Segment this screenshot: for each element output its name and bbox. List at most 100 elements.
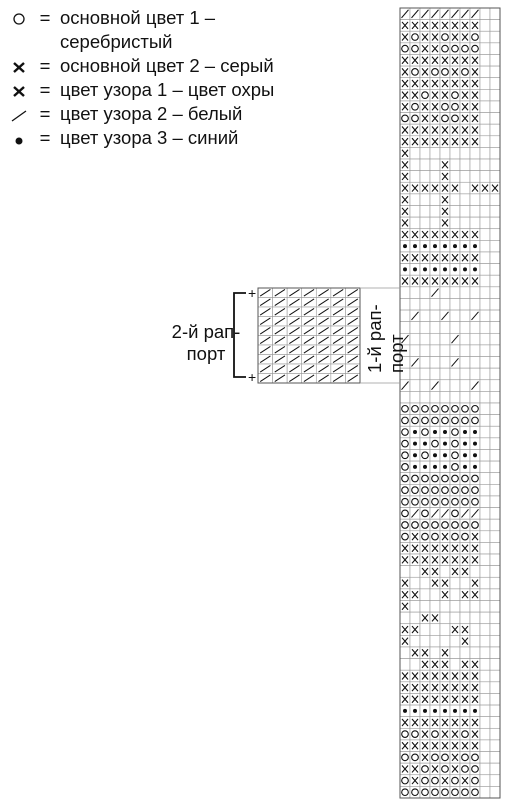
cross-stitch <box>411 672 419 680</box>
legend-equals: = <box>39 127 51 148</box>
chart-cell <box>439 147 451 160</box>
dot-stitch <box>473 453 477 458</box>
chart-cell <box>479 600 491 613</box>
chart-cell <box>469 646 481 659</box>
legend-item: =цвет узора 3 – синий <box>8 126 328 150</box>
cross-stitch <box>441 672 449 680</box>
dot-stitch <box>463 244 467 249</box>
cross-stitch <box>441 648 449 657</box>
chart-cell <box>489 542 501 555</box>
cross-stitch <box>401 195 409 204</box>
slash-stitch <box>274 374 286 382</box>
chart-cell <box>479 402 491 415</box>
cross-stitch <box>451 555 459 564</box>
circle-stitch <box>451 44 459 53</box>
chart-cell <box>469 170 481 183</box>
cross-stitch <box>441 718 449 727</box>
bracket-end-mark: + <box>248 285 256 301</box>
chart-cell <box>489 170 501 183</box>
chart-cell <box>459 216 471 230</box>
cross-stitch <box>411 776 419 785</box>
chart-cell <box>489 332 501 346</box>
chart-cell <box>479 193 491 206</box>
circle-stitch <box>441 114 449 123</box>
dot-stitch <box>423 441 427 446</box>
chart-cell <box>489 228 501 241</box>
chart-cell <box>489 77 501 90</box>
bracket-end-mark: + <box>248 369 256 385</box>
circle-stitch <box>411 33 419 41</box>
chart-cell <box>489 623 501 636</box>
cross-stitch <box>401 172 409 181</box>
slash-stitch <box>318 336 329 344</box>
chart-cell <box>439 379 451 392</box>
chart-cell <box>419 158 431 171</box>
chart-cell <box>489 727 501 741</box>
dot-symbol-icon <box>8 126 30 150</box>
cross-stitch <box>491 184 499 192</box>
slash-stitch <box>347 317 359 325</box>
chart-cell <box>469 611 481 625</box>
cross-stitch <box>401 602 409 611</box>
chart-cell <box>479 693 491 706</box>
chart-cell <box>409 344 421 357</box>
dot-stitch <box>413 244 417 249</box>
slash-stitch <box>289 327 300 335</box>
circle-stitch <box>441 44 449 53</box>
chart-cell <box>479 30 491 44</box>
circle-stitch <box>431 753 439 762</box>
chart-cell <box>419 344 431 357</box>
cross-stitch <box>441 195 449 204</box>
chart-cell <box>479 751 491 764</box>
chart-cell <box>459 600 471 613</box>
cross-stitch <box>471 68 479 76</box>
slash-stitch <box>289 298 300 306</box>
slash-stitch <box>289 355 300 363</box>
circle-stitch <box>461 532 469 541</box>
circle-stitch <box>401 521 409 529</box>
slash-stitch <box>318 346 329 354</box>
circle-stitch <box>421 521 429 529</box>
chart-cell <box>409 332 421 346</box>
cross-stitch <box>461 33 469 41</box>
chart-cell <box>409 321 421 334</box>
cross-stitch <box>441 660 449 669</box>
dot-stitch <box>453 267 457 272</box>
cross-stitch <box>431 33 439 41</box>
cross-stitch <box>451 56 459 65</box>
cross-stitch <box>401 555 409 564</box>
slash-stitch <box>421 9 429 19</box>
chart-cell <box>479 565 491 578</box>
circle-stitch <box>411 486 419 494</box>
chart-cell <box>449 309 461 322</box>
chart-cell <box>419 623 431 636</box>
cross-stitch <box>421 718 429 727</box>
cross-stitch <box>411 555 419 564</box>
chart-cell <box>449 588 461 601</box>
slash-stitch <box>303 336 315 344</box>
cross-stitch <box>401 184 409 192</box>
circle-stitch <box>401 776 409 785</box>
chart-cell <box>479 263 491 276</box>
cross-stitch <box>451 33 459 41</box>
dot-stitch <box>413 453 417 458</box>
chart-cell <box>479 216 491 230</box>
cross-stitch <box>441 253 449 262</box>
cross-stitch <box>461 695 469 704</box>
chart-cell <box>459 379 471 392</box>
cross-stitch <box>401 230 409 239</box>
chart-cell <box>459 170 471 183</box>
legend-equals: = <box>39 103 51 124</box>
cross-stitch <box>461 672 469 680</box>
repeat-1-label-line: 1-й рап- <box>364 304 385 373</box>
cross-stitch <box>401 56 409 65</box>
chart-cell <box>489 7 501 20</box>
circle-stitch <box>411 44 419 53</box>
chart-cell <box>449 321 461 334</box>
chart-cell <box>479 135 491 148</box>
circle-stitch <box>431 68 439 76</box>
slash-stitch <box>274 289 286 297</box>
cross-stitch <box>441 207 449 216</box>
circle-stitch <box>421 776 429 785</box>
cross-stitch <box>441 91 449 99</box>
